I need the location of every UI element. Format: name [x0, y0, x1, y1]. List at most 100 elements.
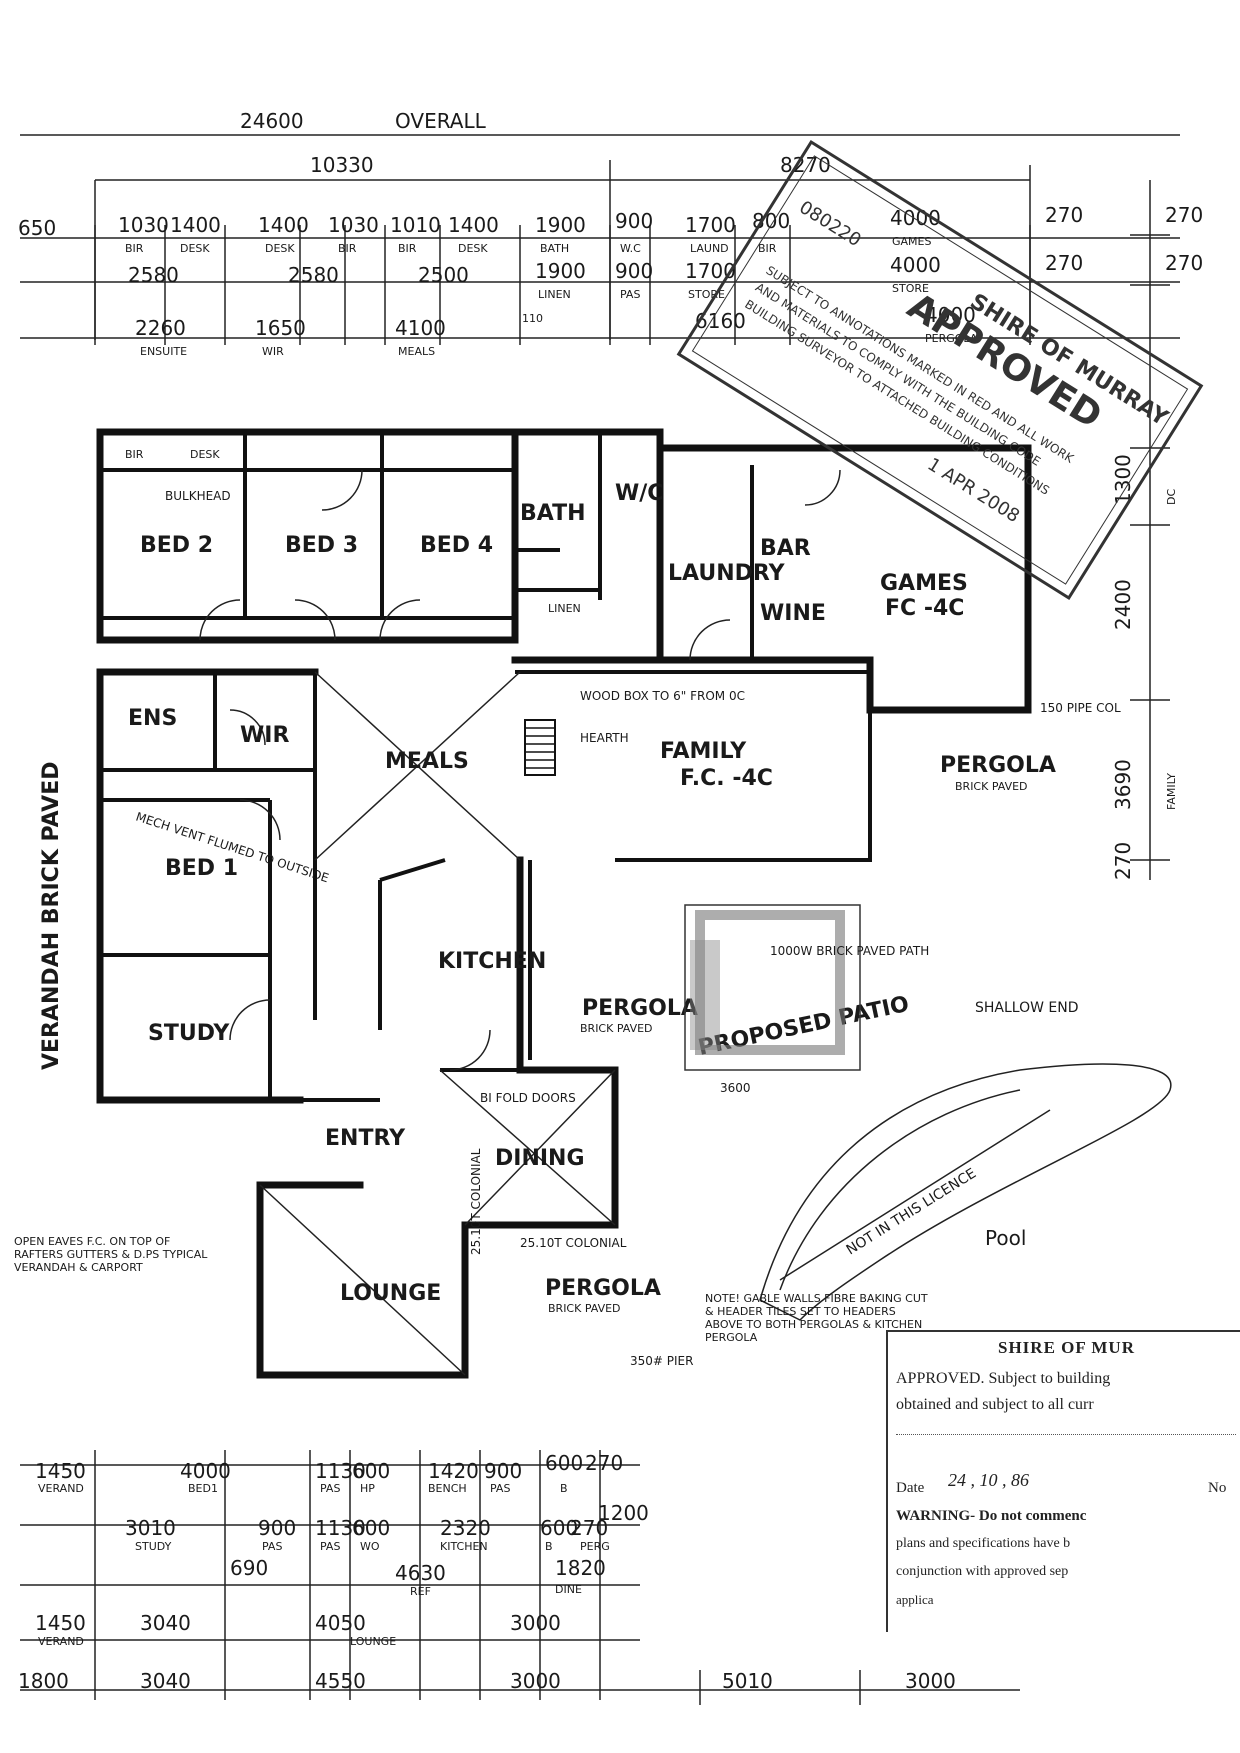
dim: 1130: [315, 1459, 366, 1483]
dim-label: GAMES: [892, 235, 931, 248]
dim-label: WIR: [262, 345, 284, 358]
room-entry: ENTRY: [325, 1126, 406, 1151]
room-wir: WIR: [240, 723, 289, 748]
top-dimension-lines: 10330 8270: [20, 153, 1180, 345]
room-labels: BED 2 BED 3 BED 4 BATH W/C LAUNDRY BAR G…: [39, 448, 1079, 1315]
room-meals: MEALS: [385, 749, 469, 774]
note-bulkhead: BULKHEAD: [165, 489, 231, 503]
note-bifold: BI FOLD DOORS: [480, 1091, 576, 1105]
dim: 270: [570, 1516, 608, 1540]
room-pergola-2-sub: BRICK PAVED: [548, 1302, 621, 1315]
shire-panel-date-value: 24 , 10 , 86: [948, 1470, 1029, 1490]
dim: 1650: [255, 316, 306, 340]
dim: 650: [18, 216, 56, 240]
dim-label: BIR: [398, 242, 417, 255]
note-woodbox: WOOD BOX TO 6" FROM 0C: [580, 689, 745, 703]
dim: 270: [1165, 251, 1203, 275]
room-bed2: BED 2: [140, 533, 213, 558]
dim-label: BED1: [188, 1482, 218, 1495]
dim: 4000: [890, 253, 941, 277]
dim: 2320: [440, 1516, 491, 1540]
dim: 3690: [1111, 759, 1135, 810]
pool-sketch: NOT IN THIS LICENCE: [759, 1063, 1172, 1321]
top-left-total: 10330: [310, 153, 374, 177]
dim-label: HP: [360, 1482, 375, 1495]
dim-label: B: [545, 1540, 553, 1553]
dim-label: PAS: [320, 1540, 340, 1553]
overall-label: OVERALL: [395, 109, 487, 133]
dim: 600: [352, 1459, 390, 1483]
annotations: BULKHEAD WOOD BOX TO 6" FROM 0C HEARTH M…: [14, 489, 1121, 1368]
dim: 900: [258, 1516, 296, 1540]
interior-walls: [100, 432, 754, 1376]
dim-label: KITCHEN: [440, 1540, 488, 1553]
bottom-dim-row3: 690 4630 REF 1820 DINE: [230, 1556, 606, 1598]
dim: 1450: [35, 1611, 86, 1635]
dim-label: PAS: [320, 1482, 340, 1495]
dim: 600: [540, 1516, 578, 1540]
dim: 270: [585, 1451, 623, 1475]
dim: 1900: [535, 213, 586, 237]
dim: 2500: [418, 263, 469, 287]
dim: 3040: [140, 1669, 191, 1693]
room-wc: W/C: [615, 481, 663, 506]
top-dim-row2: 2580 2580 2500 1900 LINEN 900 PAS 1700 S…: [128, 251, 1083, 301]
shire-panel-line4: plans and specifications have b: [896, 1536, 1071, 1551]
dim: 600: [545, 1451, 583, 1475]
room-pergola-1-sub: BRICK PAVED: [580, 1022, 653, 1035]
dim: 900: [484, 1459, 522, 1483]
note-colonial-1: 25.10T COLONIAL: [469, 1148, 483, 1255]
dim: 4000: [180, 1459, 231, 1483]
dim-label: DC: [1165, 489, 1178, 505]
room-laundry: LAUNDRY: [668, 561, 786, 586]
dim: 270: [1045, 251, 1083, 275]
room-ens: ENS: [128, 706, 177, 731]
dim: 1400: [170, 213, 221, 237]
top-dim-row1: 650 1030 BIR 1400 DESK 1400 DESK 1030 BI…: [18, 203, 1083, 255]
room-games-fc: FC -4C: [885, 596, 964, 621]
bottom-dim-row5: 1800 3040 4550 3000 5010 3000: [18, 1669, 956, 1693]
note-patio-size: 3600: [720, 1081, 751, 1095]
bottom-dim-row1: 1450 VERAND 4000 BED1 1130 PAS 600 HP 14…: [35, 1451, 623, 1495]
dim: 1900: [535, 259, 586, 283]
dim: 4630: [395, 1561, 446, 1585]
room-pergola-2: PERGOLA: [545, 1276, 661, 1301]
dim: 3040: [140, 1611, 191, 1635]
dim: 600: [352, 1516, 390, 1540]
dim-label: BIR: [758, 242, 777, 255]
room-family-fc: F.C. -4C: [680, 766, 773, 791]
top-dim-row3: 2260 ENSUITE 1650 WIR 4100 MEALS 110 616…: [135, 303, 978, 358]
dim: 1400: [448, 213, 499, 237]
room-kitchen: KITCHEN: [438, 949, 546, 974]
dim: 1420: [428, 1459, 479, 1483]
dim: 2400: [1111, 579, 1135, 630]
room-family: FAMILY: [660, 739, 747, 764]
dim-label: BIR: [125, 242, 144, 255]
top-right-total: 8270: [780, 153, 831, 177]
dim-label: VERAND: [38, 1482, 84, 1495]
dim-label: FAMILY: [1165, 773, 1178, 810]
dim-label: LINEN: [538, 288, 571, 301]
dim-label: W.C: [620, 242, 641, 255]
room-verandah: VERANDAH BRICK PAVED: [39, 762, 64, 1071]
dim: 3000: [905, 1669, 956, 1693]
dim-label: BATH: [540, 242, 569, 255]
right-dimension-lines: 270 270 1300 DC 2400 3690 FAMILY 270: [1111, 180, 1203, 880]
dim-label: PAS: [262, 1540, 282, 1553]
room-bed4: BED 4: [420, 533, 493, 558]
dim-label: PERG: [580, 1540, 610, 1553]
room-bir-2: BIR: [125, 448, 144, 461]
dim: 1030: [118, 213, 169, 237]
hearth-stairs: [524, 719, 556, 776]
dim: 1400: [258, 213, 309, 237]
dim: 1700: [685, 213, 736, 237]
bottom-dimension-lines: [20, 1450, 1020, 1705]
dim-label: B: [560, 1482, 568, 1495]
room-pergola-3-sub: BRICK PAVED: [955, 780, 1028, 793]
shire-panel-line2: obtained and subject to all curr: [896, 1396, 1094, 1413]
note-pier: 350# PIER: [630, 1354, 693, 1368]
dim-label: BIR: [338, 242, 357, 255]
room-pergola-3: PERGOLA: [940, 753, 1056, 778]
dim-label: BENCH: [428, 1482, 467, 1495]
